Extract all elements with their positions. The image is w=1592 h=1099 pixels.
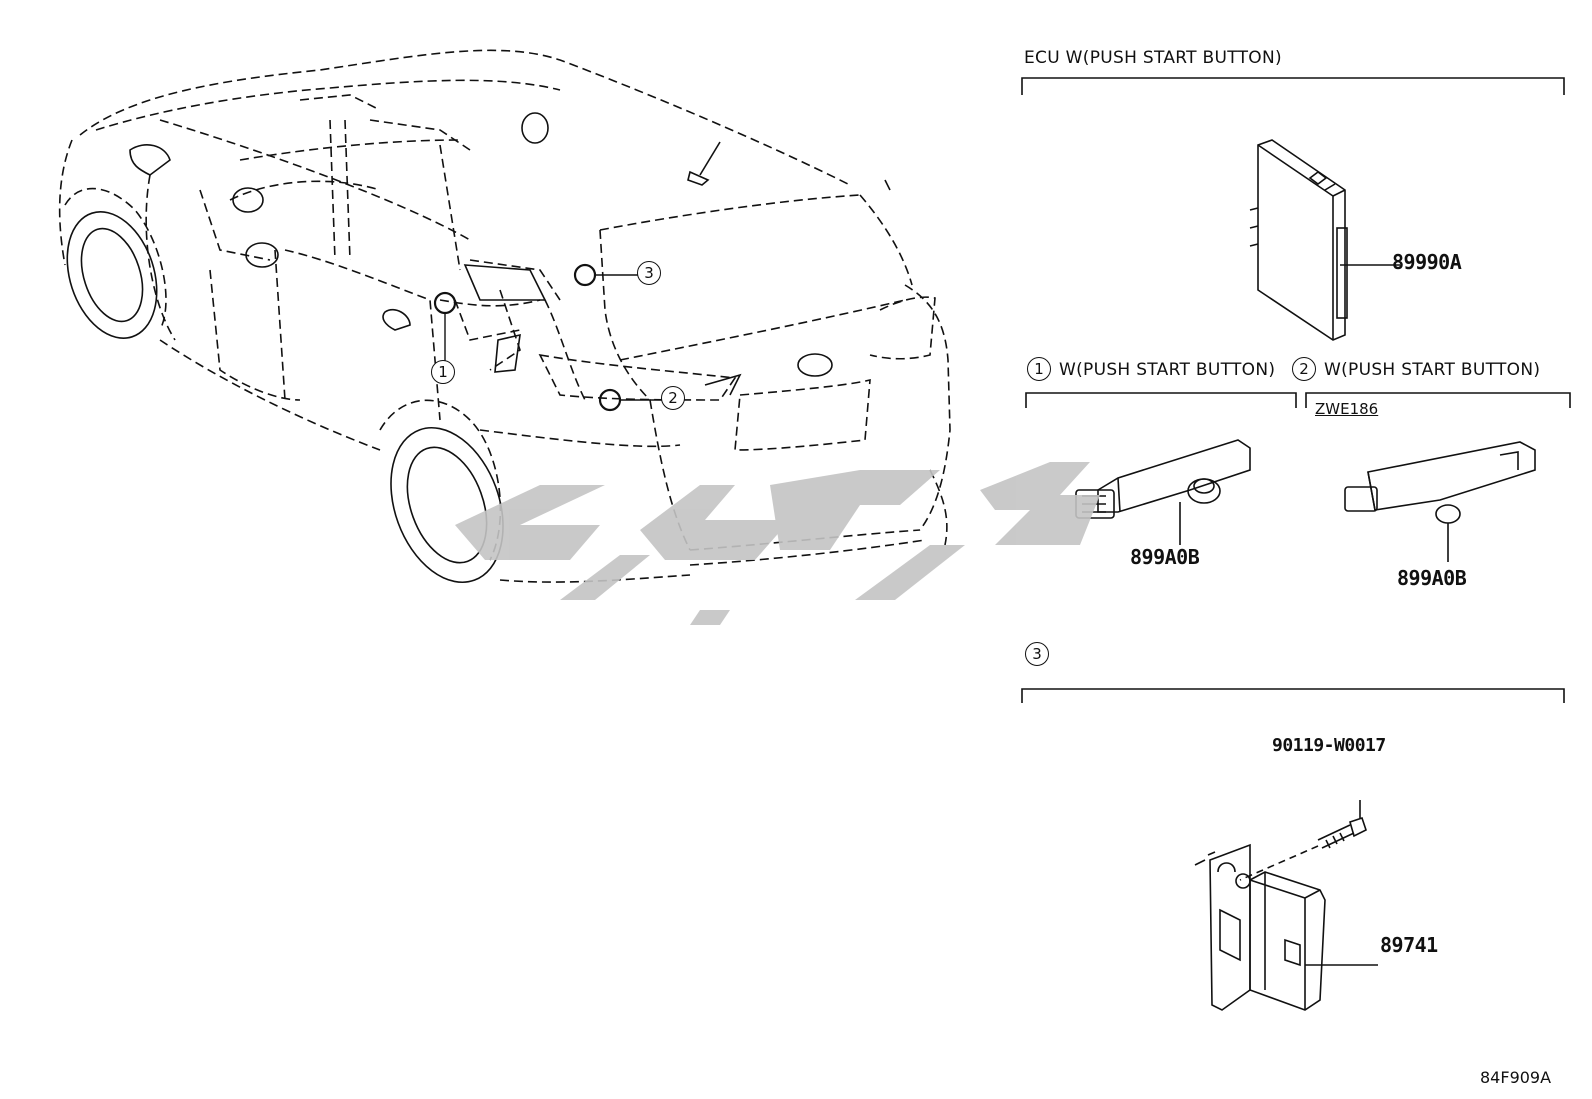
section-3-number: 3: [1025, 642, 1049, 666]
car-details: [129, 112, 891, 396]
section-1-number: 1: [1027, 357, 1051, 381]
sensor-1-drawing: [1075, 439, 1251, 545]
ecu-section-title: ECU W(PUSH START BUTTON): [1024, 48, 1282, 68]
section-brackets: [1021, 77, 1571, 703]
car-wheels: [66, 211, 504, 584]
section-2-title: W(PUSH START BUTTON): [1324, 360, 1541, 380]
car-callout-1: 1: [431, 360, 455, 384]
car-callout-2: 2: [661, 386, 685, 410]
section-2-model: ZWE186: [1315, 400, 1379, 418]
part-number-89741: 89741: [1380, 933, 1438, 957]
diagram-code: 84F909A: [1480, 1068, 1552, 1087]
ecu-part-drawing: [1249, 139, 1400, 341]
section-1-title: W(PUSH START BUTTON): [1059, 360, 1276, 380]
car-callout-3: 3: [637, 261, 661, 285]
part-number-89990a: 89990A: [1392, 250, 1462, 274]
module-89741-drawing: [1194, 800, 1378, 1011]
sensor-2-drawing: [1344, 441, 1536, 562]
part-number-sensor-2: 899A0B: [1397, 566, 1467, 590]
watermark-logo: [455, 462, 1100, 625]
car-leader-lines: [444, 274, 663, 401]
part-number-sensor-1: 899A0B: [1130, 545, 1200, 569]
section-2-number: 2: [1292, 357, 1316, 381]
car-callout-markers: [433, 263, 622, 412]
bolt-part-number: 90119-W0017: [1272, 735, 1386, 756]
